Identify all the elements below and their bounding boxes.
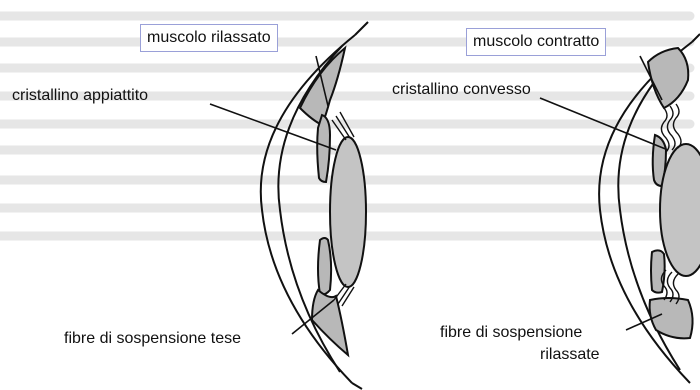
label-lens-flattened: cristallino appiattito <box>12 86 148 105</box>
label-fibers-taut: fibre di sospensione tese <box>64 329 241 348</box>
label-muscle-contracted: muscolo contratto <box>466 28 606 56</box>
left-iris-bottom <box>318 238 331 295</box>
left-ciliary-muscle-bottom <box>312 290 348 355</box>
right-iris-bottom <box>651 250 665 292</box>
left-sclera-bottom <box>352 383 362 389</box>
label-fibers-relaxed-line1: fibre di sospensione <box>440 323 582 342</box>
right-sclera-top <box>692 34 700 42</box>
left-iris-top <box>317 115 330 182</box>
label-muscle-relaxed: muscolo rilassato <box>140 24 278 52</box>
left-lens <box>330 137 366 287</box>
right-ciliary-muscle-bottom <box>650 298 693 338</box>
left-sclera-top <box>355 22 368 35</box>
label-lens-convex: cristallino convesso <box>392 80 531 99</box>
label-fibers-relaxed-line2: rilassate <box>540 345 600 364</box>
